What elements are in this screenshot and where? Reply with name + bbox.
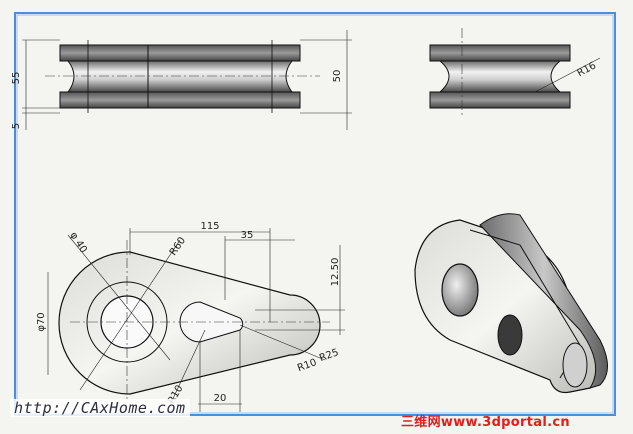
dim-12-50: 12.50 <box>330 258 341 287</box>
dim-phi40: φ 40 <box>67 230 88 255</box>
dim-35: 35 <box>241 230 254 241</box>
dim-20: 20 <box>214 393 227 404</box>
top-view: φ 40 R60 115 35 φ70 12.50 R25 R10 R10 20 <box>36 221 345 412</box>
dim-r16: R16 <box>576 60 599 79</box>
side-view: R16 <box>429 28 601 115</box>
drawing-frame <box>14 12 616 416</box>
dim-5: 5 <box>11 123 22 129</box>
dim-50: 50 <box>332 70 343 83</box>
dim-phi70: φ70 <box>36 312 47 331</box>
watermark-caxhome: http://CAxHome.com <box>10 399 190 417</box>
watermark-3dportal: 三维网www.3dportal.cn <box>401 415 570 430</box>
dim-r60: R60 <box>168 235 188 257</box>
dim-55: 55 <box>11 72 22 85</box>
dim-r25: R25 <box>318 347 340 364</box>
front-view: 55 5 50 <box>11 30 352 130</box>
isometric-view <box>414 213 608 394</box>
dim-r10-right: R10 <box>296 357 318 374</box>
dim-115: 115 <box>200 221 219 232</box>
drawing-frame-inner <box>16 14 614 414</box>
